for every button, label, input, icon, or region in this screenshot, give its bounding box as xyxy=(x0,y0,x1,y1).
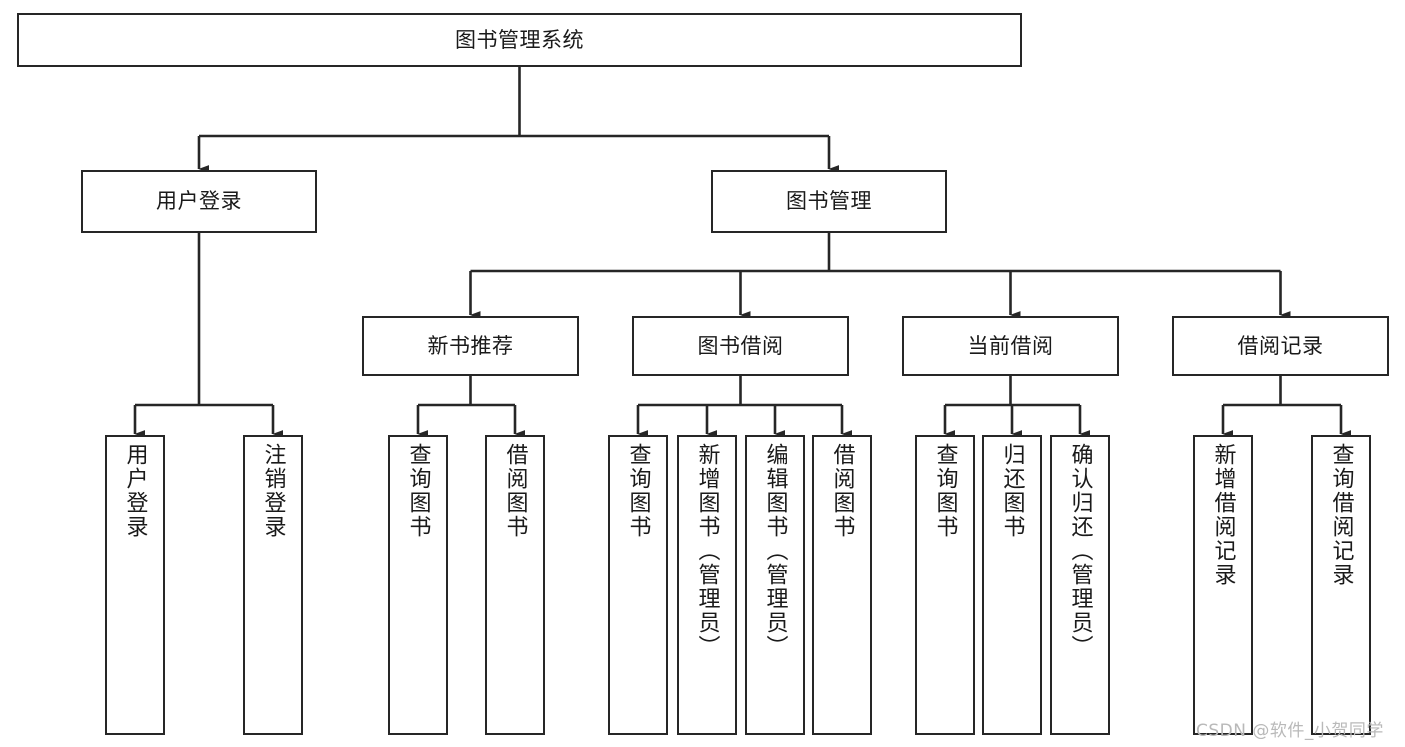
node-label: 注销登录 xyxy=(260,443,286,539)
node-user-login[interactable]: 用户登录 xyxy=(81,170,317,233)
node-book-management[interactable]: 图书管理 xyxy=(711,170,947,233)
node-leaf-add-book-admin[interactable]: 新增图书（管理员） xyxy=(677,435,737,735)
node-label: 用户登录 xyxy=(156,189,242,214)
node-label: 借阅记录 xyxy=(1237,333,1324,358)
node-label: 图书管理系统 xyxy=(455,27,584,52)
node-leaf-borrow-book[interactable]: 借阅图书 xyxy=(812,435,872,735)
node-label: 查询图书 xyxy=(625,443,651,539)
node-label: 新书推荐 xyxy=(427,333,514,358)
node-label: 图书管理 xyxy=(786,189,872,214)
node-leaf-logout[interactable]: 注销登录 xyxy=(243,435,303,735)
node-label: 归还图书 xyxy=(999,443,1025,539)
node-root-book-management-system[interactable]: 图书管理系统 xyxy=(17,13,1022,67)
node-label: 查询图书 xyxy=(405,443,431,539)
node-label: 查询图书 xyxy=(932,443,958,539)
node-book-borrowing[interactable]: 图书借阅 xyxy=(632,316,849,376)
node-leaf-confirm-return-admin[interactable]: 确认归还（管理员） xyxy=(1050,435,1110,735)
node-leaf-borrow-book-recommend[interactable]: 借阅图书 xyxy=(485,435,545,735)
node-leaf-query-book-recommend[interactable]: 查询图书 xyxy=(388,435,448,735)
node-leaf-add-borrow-record[interactable]: 新增借阅记录 xyxy=(1193,435,1253,735)
node-label: 用户登录 xyxy=(122,443,148,539)
node-leaf-return-book[interactable]: 归还图书 xyxy=(982,435,1042,735)
node-label: 新增图书（管理员） xyxy=(694,443,720,659)
node-label: 编辑图书（管理员） xyxy=(762,443,788,659)
node-leaf-query-book-borrow[interactable]: 查询图书 xyxy=(608,435,668,735)
node-leaf-query-book-current[interactable]: 查询图书 xyxy=(915,435,975,735)
node-label: 借阅图书 xyxy=(829,443,855,539)
csdn-watermark: CSDN @软件_小贺同学 xyxy=(1196,721,1384,741)
node-current-borrowing[interactable]: 当前借阅 xyxy=(902,316,1119,376)
node-label: 借阅图书 xyxy=(502,443,528,539)
node-label: 新增借阅记录 xyxy=(1210,443,1236,587)
node-borrowing-records[interactable]: 借阅记录 xyxy=(1172,316,1389,376)
node-label: 图书借阅 xyxy=(697,333,784,358)
node-leaf-edit-book-admin[interactable]: 编辑图书（管理员） xyxy=(745,435,805,735)
node-leaf-query-borrow-record[interactable]: 查询借阅记录 xyxy=(1311,435,1371,735)
node-new-book-recommendation[interactable]: 新书推荐 xyxy=(362,316,579,376)
node-leaf-user-login[interactable]: 用户登录 xyxy=(105,435,165,735)
node-label: 查询借阅记录 xyxy=(1328,443,1354,587)
node-label: 确认归还（管理员） xyxy=(1067,443,1093,659)
node-label: 当前借阅 xyxy=(967,333,1054,358)
